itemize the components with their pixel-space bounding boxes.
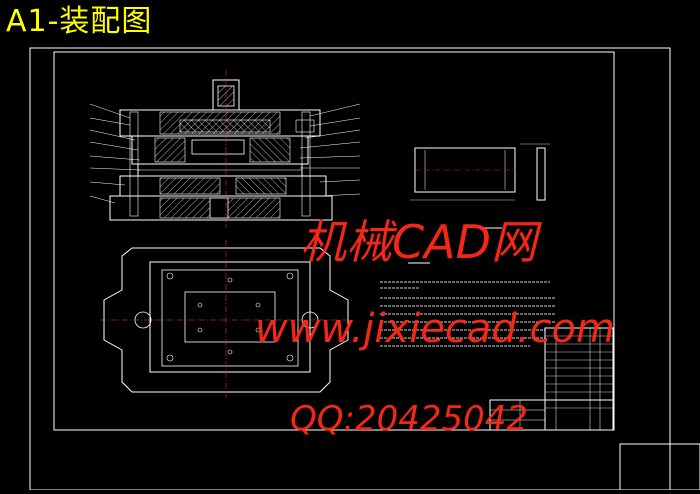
watermark-qq: QQ:20425042 [290, 399, 529, 439]
technical-notes [380, 227, 555, 347]
front-section-view [89, 70, 361, 228]
watermark-site-name: 机械CAD网 [300, 215, 538, 269]
title-block [489, 327, 614, 431]
workpiece-view [410, 143, 550, 201]
sheet-inner-frame [53, 51, 615, 431]
corner-box [619, 443, 700, 491]
drawing-title: A1-装配图 [6, 4, 153, 39]
watermark-url: www.jixiecad.com [255, 306, 615, 352]
plan-view [100, 240, 350, 398]
